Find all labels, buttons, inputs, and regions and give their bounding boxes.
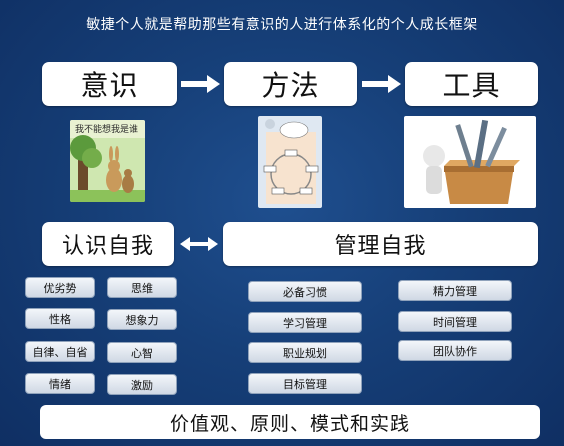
method-cycle-image: [258, 116, 322, 208]
box-tools-label: 工具: [442, 69, 501, 102]
tag-career-planning: 职业规划: [248, 342, 362, 363]
box-awareness: 意识: [42, 62, 177, 106]
tag-imagination: 想象力: [107, 309, 177, 330]
tag-motivation: 激励: [107, 374, 177, 395]
box-awareness-label: 意识: [80, 69, 139, 102]
box-manage-self-label: 管理自我: [334, 234, 427, 259]
box-know-self-label: 认识自我: [61, 234, 154, 259]
tag-label: 思维: [131, 281, 153, 295]
tag-label: 心智: [131, 346, 153, 360]
tag-label: 性格: [49, 312, 71, 326]
arrow-right-icon: [362, 75, 401, 93]
box-method-label: 方法: [261, 69, 320, 102]
tag-label: 想象力: [125, 313, 159, 327]
tag-time-management: 时间管理: [398, 311, 512, 332]
tag-label: 自律、自省: [32, 345, 88, 359]
tag-label: 精力管理: [433, 284, 477, 298]
tag-label: 时间管理: [433, 315, 477, 329]
box-method: 方法: [224, 62, 357, 106]
box-know-self: 认识自我: [42, 222, 174, 266]
tag-teamwork: 团队协作: [398, 340, 512, 361]
tag-label: 学习管理: [283, 316, 327, 330]
tag-label: 目标管理: [283, 377, 327, 391]
tag-mind: 心智: [107, 342, 177, 363]
tag-energy-management: 精力管理: [398, 280, 512, 301]
tag-self-discipline: 自律、自省: [25, 341, 95, 362]
box-tools: 工具: [405, 62, 538, 106]
tag-strengths: 优劣势: [25, 277, 95, 298]
tag-label: 优劣势: [43, 281, 77, 295]
double-arrow-icon: [180, 237, 218, 251]
page-title: 敏捷个人就是帮助那些有意识的人进行体系化的个人成长框架: [86, 17, 478, 33]
tag-learning-management: 学习管理: [248, 312, 362, 333]
tag-label: 团队协作: [433, 344, 477, 358]
foundation-bar-label: 价值观、原则、模式和实践: [169, 412, 410, 435]
tag-label: 必备习惯: [283, 285, 327, 299]
tag-label: 情绪: [49, 377, 71, 391]
tag-emotion: 情绪: [25, 373, 95, 394]
tag-personality: 性格: [25, 308, 95, 329]
tag-goal-management: 目标管理: [248, 373, 362, 394]
box-manage-self: 管理自我: [223, 222, 538, 266]
book-cover-image: 我不能想我是谁: [70, 120, 145, 202]
tag-label: 激励: [131, 378, 153, 392]
tag-habits: 必备习惯: [248, 281, 362, 302]
tag-label: 职业规划: [283, 346, 327, 360]
tag-thinking: 思维: [107, 277, 177, 298]
foundation-bar: 价值观、原则、模式和实践: [40, 405, 540, 439]
book-title-text: 我不能想我是谁: [75, 123, 138, 135]
arrow-right-icon: [181, 75, 220, 93]
toolbox-image: [404, 116, 536, 208]
